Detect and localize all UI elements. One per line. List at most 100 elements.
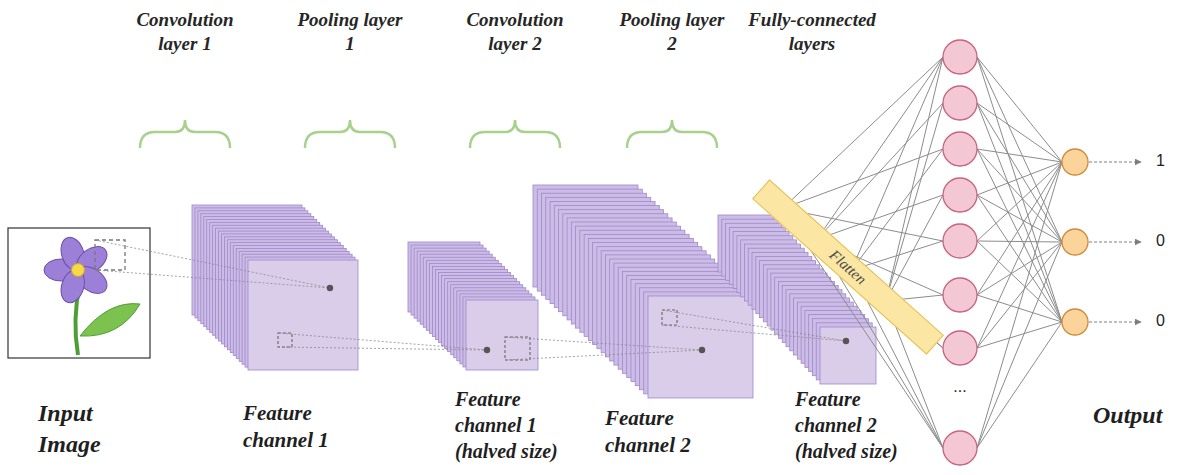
- hidden-neuron: [943, 224, 977, 258]
- fc-weight: [977, 149, 1062, 322]
- projection-dot: [327, 285, 333, 291]
- flower: [44, 234, 112, 305]
- fc-weight: [886, 195, 943, 301]
- fc-weight: [851, 149, 943, 270]
- fully-connected: [783, 40, 1141, 465]
- fc-weight: [886, 57, 943, 301]
- layer-title: Fully-connected layers: [725, 8, 900, 56]
- projection-line: [95, 240, 330, 288]
- fc-weight: [977, 242, 1062, 448]
- layer-title: Pooling layer 2: [617, 8, 727, 56]
- hidden-neuron: [943, 178, 977, 212]
- hidden-neuron: [943, 331, 977, 365]
- receptive-field: [95, 240, 125, 270]
- stage-label-box: Feature channel 1: [243, 400, 361, 455]
- stage-label: Feature channel 2: [605, 405, 723, 460]
- layer-title-box: Convolution layer 2: [445, 8, 585, 56]
- output-value: 0: [1156, 232, 1186, 250]
- ellipsis: ...: [940, 378, 980, 396]
- receptive-field: [278, 333, 292, 347]
- fc-weight: [817, 195, 943, 239]
- projection-dot: [484, 347, 490, 353]
- output-neuron: [1062, 149, 1088, 175]
- fc-weight: [977, 162, 1062, 348]
- output-value: 1: [1156, 152, 1186, 170]
- feature-stack: [718, 215, 876, 384]
- stage-label: Feature channel 2 (halved size): [795, 386, 930, 464]
- fc-weight: [977, 162, 1062, 295]
- layer-title-box: Fully-connected layers: [725, 8, 900, 56]
- feature-stack: [408, 242, 538, 370]
- output-neuron: [1062, 229, 1088, 255]
- fc-weight: [977, 149, 1062, 162]
- output-neuron: [1062, 309, 1088, 335]
- fc-weight: [977, 103, 1062, 242]
- stage-label-box: Output: [1093, 400, 1198, 431]
- feature-stack: [192, 205, 358, 370]
- fc-weight: [977, 103, 1062, 162]
- fc-weight: [977, 242, 1062, 348]
- feature-map: [466, 300, 538, 370]
- layer-brace: [140, 120, 230, 148]
- stage-label-box: Input Image: [38, 398, 128, 460]
- layer-title-box: Pooling layer 2: [617, 8, 727, 56]
- flower-center: [72, 264, 85, 277]
- projection-line: [662, 325, 846, 341]
- braces: [140, 120, 717, 148]
- projection-line: [662, 310, 846, 341]
- layer-brace: [305, 120, 395, 148]
- layer-brace: [627, 120, 717, 148]
- fc-weight: [977, 241, 1062, 322]
- projection-line: [95, 270, 330, 288]
- projection-line: [505, 337, 702, 350]
- input-frame: [8, 228, 150, 358]
- stage-label: Input Image: [38, 398, 128, 460]
- projection-lines: [95, 240, 849, 360]
- layer-title: Convolution layer 2: [445, 8, 585, 56]
- output-value-box: 1: [1156, 152, 1186, 170]
- projection-dot: [843, 338, 849, 344]
- stage-label-box: Feature channel 2: [605, 405, 723, 460]
- stage-label-box: Feature channel 2 (halved size): [795, 386, 930, 464]
- fc-weight: [977, 322, 1062, 448]
- projection-line: [278, 333, 487, 350]
- hidden-neuron: [943, 431, 977, 465]
- layer-title: Pooling layer 1: [295, 8, 405, 56]
- hidden-neuron: [943, 132, 977, 166]
- stage-label: Feature channel 1 (halved size): [455, 386, 590, 464]
- fc-weight: [977, 57, 1062, 162]
- output-arrow: [1089, 162, 1141, 163]
- hidden-neuron: [943, 40, 977, 74]
- stage-label: Feature channel 1: [243, 400, 361, 455]
- fc-weight: [886, 103, 943, 301]
- fc-weight: [783, 149, 943, 208]
- hidden-neuron: [943, 278, 977, 312]
- output-value: 0: [1156, 312, 1186, 330]
- fc-weight: [977, 242, 1062, 295]
- output-value-box: 0: [1156, 232, 1186, 250]
- flower-leaf: [80, 304, 140, 337]
- output-arrow: [1089, 242, 1141, 243]
- layer-title-box: Pooling layer 1: [295, 8, 405, 56]
- projection-line: [278, 347, 487, 350]
- fc-weight: [977, 162, 1062, 448]
- layer-brace: [470, 120, 560, 148]
- feature-map: [248, 260, 358, 370]
- projection-dot: [699, 347, 705, 353]
- fc-weight: [977, 241, 1062, 242]
- receptive-field: [505, 337, 530, 360]
- output-arrow: [1089, 322, 1141, 323]
- ellipsis-box: ...: [940, 378, 980, 396]
- output-value-box: 0: [1156, 312, 1186, 330]
- projection-line: [505, 350, 702, 360]
- stage-label-box: Feature channel 1 (halved size): [455, 386, 590, 464]
- fc-weight: [977, 103, 1062, 322]
- hidden-neuron: [943, 86, 977, 120]
- layer-title-box: Convolution layer 1: [115, 8, 255, 56]
- feature-map: [648, 296, 753, 398]
- stage-label: Output: [1093, 400, 1198, 431]
- fc-weight: [977, 295, 1062, 322]
- fc-weight: [817, 57, 943, 239]
